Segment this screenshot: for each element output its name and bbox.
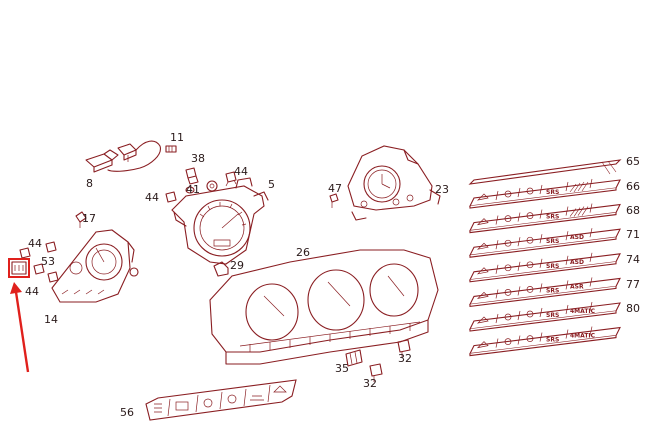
label-26: 26 [296, 246, 310, 259]
label-11: 11 [170, 131, 184, 144]
part-41-bulb [185, 186, 195, 194]
label-8: 8 [86, 177, 93, 190]
label-53: 53 [41, 255, 55, 268]
part-38-bulb-socket [185, 167, 199, 185]
strip-extra-text: ASD [570, 234, 584, 241]
indicator-strip-1: SRS [469, 178, 621, 209]
part-44-grommet-top [206, 180, 218, 192]
strip-code-text: SRS [546, 238, 559, 245]
label-41: 41 [186, 183, 200, 196]
indicator-strip-5: SRS ASR [469, 277, 621, 308]
label-23: 23 [435, 183, 449, 196]
highlight-box [8, 258, 30, 278]
label-66: 66 [626, 180, 640, 193]
label-68: 68 [626, 204, 640, 217]
label-80: 80 [626, 302, 640, 315]
strip-code-text: SRS [546, 312, 559, 319]
label-44-mid: 44 [145, 191, 159, 204]
strip-extra-text: ASD [570, 259, 584, 266]
part-32-bulb-lower [369, 363, 383, 382]
part-11-bulb [165, 145, 177, 153]
part-14-gauge-housing [51, 229, 139, 303]
part-44-bulbs-left [19, 241, 59, 283]
strip-code-text: SRS [546, 263, 559, 270]
part-5-speedometer [171, 177, 269, 265]
label-77: 77 [626, 278, 640, 291]
strip-65 [468, 159, 622, 185]
label-35: 35 [335, 362, 349, 375]
part-56-indicator-strip [145, 379, 297, 421]
part-23-clock [347, 145, 441, 221]
label-71: 71 [626, 228, 640, 241]
label-44-left-lower: 44 [25, 285, 39, 298]
part-17-bulb [75, 211, 87, 228]
indicator-strip-4: SRS ASD [469, 252, 621, 283]
part-53-connector-highlighted [8, 258, 30, 278]
label-5: 5 [268, 178, 275, 191]
label-74: 74 [626, 253, 640, 266]
label-65: 65 [626, 155, 640, 168]
label-29: 29 [230, 259, 244, 272]
strip-extra-text: 4MATIC [570, 333, 596, 340]
label-17: 17 [82, 212, 96, 225]
red-arrow [10, 282, 30, 373]
part-labels: 5 8 11 14 17 23 26 29 32 32 35 38 41 44 … [25, 131, 640, 419]
indicator-strip-group: SRS SRS SRS ASD SRS ASD SRS ASR SRS 4MATIC SRS 4MAT… [469, 178, 621, 357]
label-44-top: 44 [234, 165, 248, 178]
part-44-bulb-top [225, 171, 237, 187]
indicator-strip-2: SRS [469, 203, 621, 234]
part-44-bulb-left [165, 191, 177, 203]
indicator-strip-7: SRS 4MATIC [469, 326, 621, 357]
indicator-strips [468, 159, 622, 185]
strip-code-text: SRS [546, 214, 559, 221]
strip-extra-text: ASR [570, 283, 584, 290]
part-26-instrument-cluster [209, 249, 439, 365]
part-47-bulb [329, 193, 339, 208]
strip-code-text: SRS [546, 287, 559, 294]
part-8-cable-connector [85, 140, 161, 173]
indicator-strip-3: SRS ASD [469, 228, 621, 258]
strip-code-text: SRS [546, 189, 559, 196]
strip-extra-text: 4MATIC [570, 308, 596, 315]
indicator-strip-6: SRS 4MATIC [469, 301, 621, 332]
strip-code-text: SRS [546, 337, 559, 344]
label-32-lower: 32 [363, 377, 377, 390]
label-44-left-upper: 44 [28, 237, 42, 250]
label-56: 56 [120, 406, 134, 419]
part-32-bulb-right [397, 339, 411, 358]
label-32-right: 32 [398, 352, 412, 365]
label-38: 38 [191, 152, 205, 165]
label-14: 14 [44, 313, 58, 326]
part-29-bulb-socket [213, 261, 229, 277]
part-35-bulb [345, 349, 363, 367]
label-47: 47 [328, 182, 342, 195]
